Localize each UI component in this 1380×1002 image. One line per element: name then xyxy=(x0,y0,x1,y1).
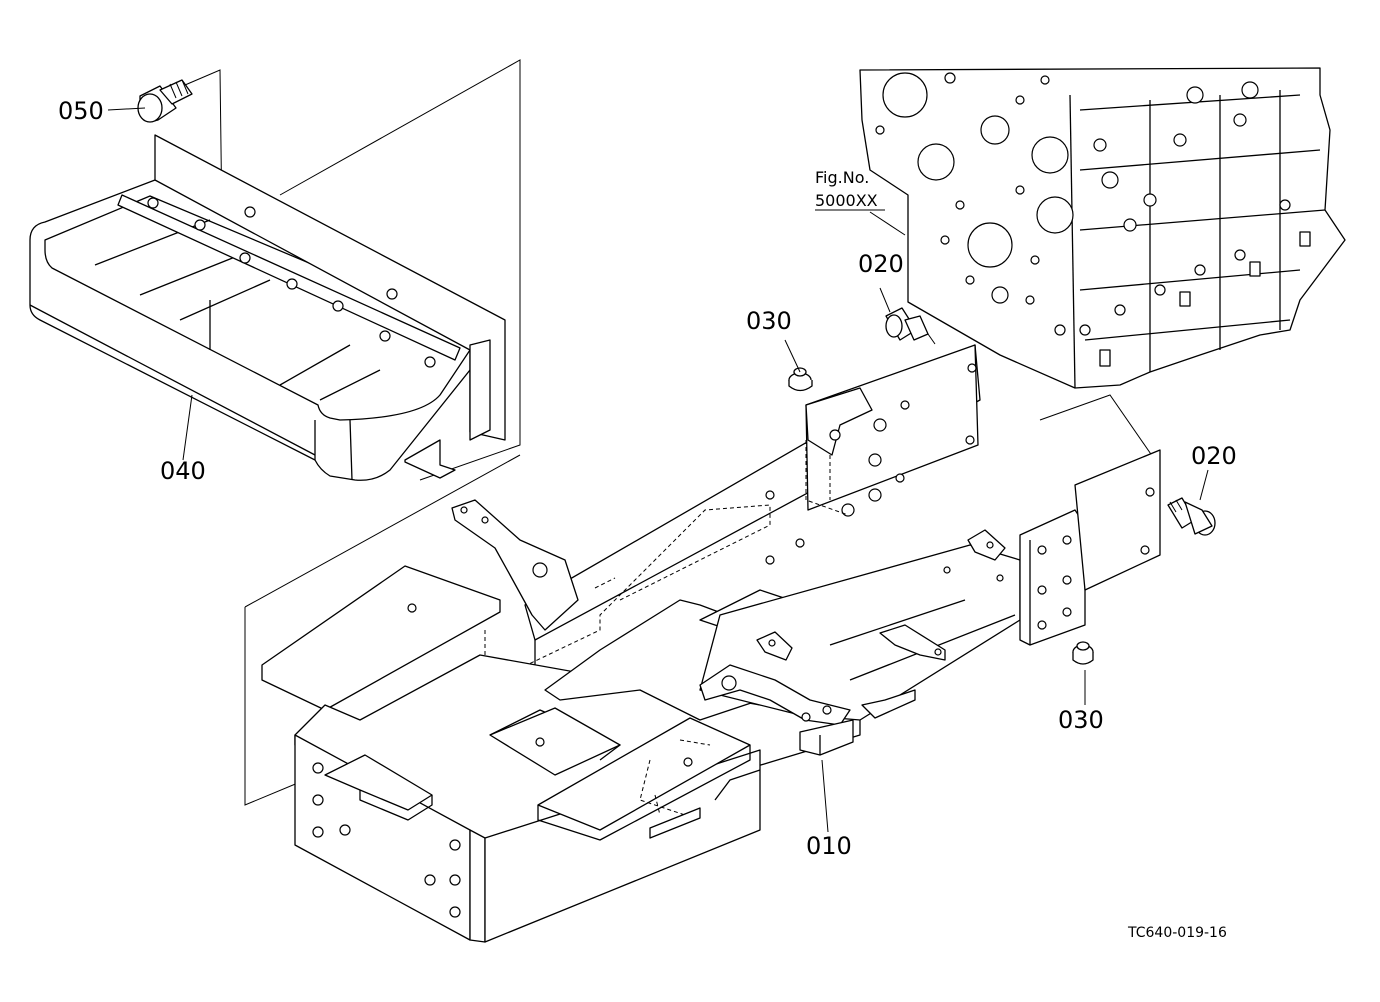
callout-050: 050 xyxy=(58,97,104,125)
callout-020-top: 020 xyxy=(858,250,904,278)
callout-010: 010 xyxy=(806,832,852,860)
engine-block xyxy=(859,67,1346,389)
callout-020-right: 020 xyxy=(1191,442,1237,470)
drawing-code: TC640-019-16 xyxy=(1127,925,1227,941)
frame-010 xyxy=(244,344,1161,943)
collar-030-right xyxy=(1072,641,1094,665)
collar-030-top xyxy=(788,367,813,392)
leader-lines xyxy=(107,107,1209,833)
fig-reference-label: Fig.No. xyxy=(815,168,869,187)
tray-040 xyxy=(29,59,521,481)
callout-030-right: 030 xyxy=(1058,706,1104,734)
bolt-020-right xyxy=(1167,497,1216,536)
callout-030-top: 030 xyxy=(746,307,792,335)
bolt-050 xyxy=(137,79,193,123)
callout-040: 040 xyxy=(160,457,206,485)
bolt-020-top xyxy=(885,307,936,345)
fig-reference-number: 5000XX xyxy=(815,191,878,210)
